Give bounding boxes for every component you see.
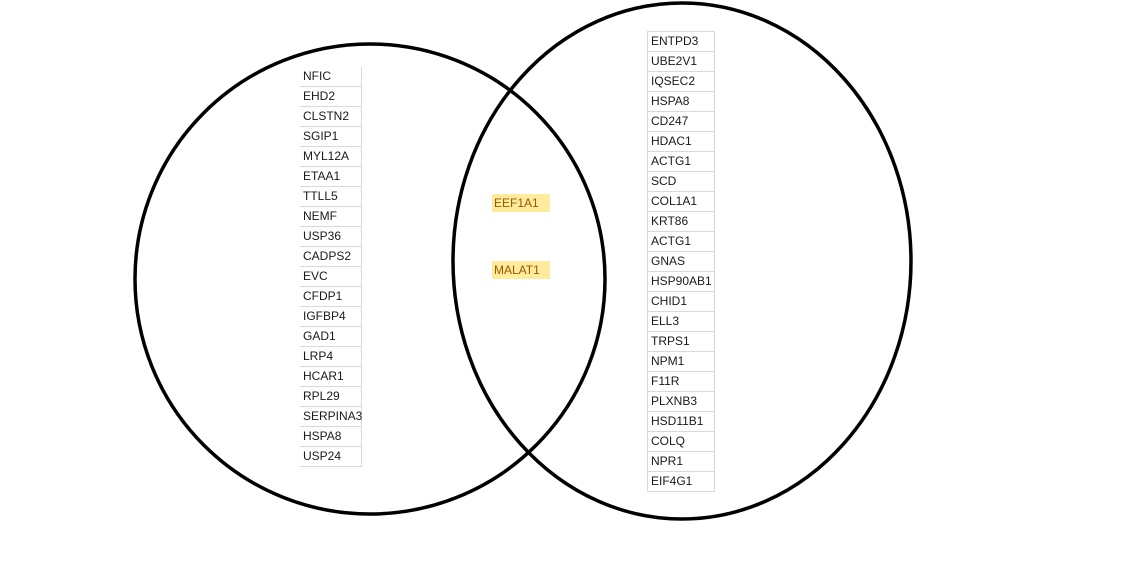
left-set-circle: [133, 42, 607, 516]
shared-gene-cell: EEF1A1: [492, 194, 550, 212]
gene-cell: SGIP1: [300, 127, 362, 147]
gene-cell: ENTPD3: [648, 32, 715, 52]
gene-cell: PLXNB3: [648, 392, 715, 412]
gene-cell: CLSTN2: [300, 107, 362, 127]
gene-cell: USP24: [300, 447, 362, 467]
gene-cell: UBE2V1: [648, 52, 715, 72]
gene-cell: CADPS2: [300, 247, 362, 267]
gene-cell: ELL3: [648, 312, 715, 332]
gene-cell: RPL29: [300, 387, 362, 407]
gene-cell: SERPINA3: [300, 407, 362, 427]
gene-cell: NPR1: [648, 452, 715, 472]
gene-cell: USP36: [300, 227, 362, 247]
gene-cell: HCAR1: [300, 367, 362, 387]
gene-cell: ACTG1: [648, 232, 715, 252]
gene-cell: LRP4: [300, 347, 362, 367]
gene-cell: EIF4G1: [648, 472, 715, 492]
gene-cell: TTLL5: [300, 187, 362, 207]
gene-cell: COLQ: [648, 432, 715, 452]
gene-cell: TRPS1: [648, 332, 715, 352]
gene-cell: GAD1: [300, 327, 362, 347]
gene-cell: GNAS: [648, 252, 715, 272]
gene-cell: COL1A1: [648, 192, 715, 212]
gene-cell: F11R: [648, 372, 715, 392]
gene-cell: SCD: [648, 172, 715, 192]
gene-cell: ETAA1: [300, 167, 362, 187]
gene-cell: KRT86: [648, 212, 715, 232]
gene-cell: IGFBP4: [300, 307, 362, 327]
right-set-circle: [451, 1, 913, 521]
gene-cell: IQSEC2: [648, 72, 715, 92]
gene-cell: HSPA8: [648, 92, 715, 112]
gene-cell: MYL12A: [300, 147, 362, 167]
gene-cell: NFIC: [300, 67, 362, 87]
gene-cell: HSD11B1: [648, 412, 715, 432]
gene-cell: ACTG1: [648, 152, 715, 172]
gene-cell: HSP90AB1: [648, 272, 715, 292]
gene-cell: HDAC1: [648, 132, 715, 152]
gene-cell: EVC: [300, 267, 362, 287]
gene-cell: NEMF: [300, 207, 362, 227]
gene-cell: HSPA8: [300, 427, 362, 447]
gene-cell: CD247: [648, 112, 715, 132]
gene-cell: NPM1: [648, 352, 715, 372]
gene-cell: CHID1: [648, 292, 715, 312]
shared-gene-cell: MALAT1: [492, 261, 550, 279]
gene-cell: EHD2: [300, 87, 362, 107]
gene-cell: CFDP1: [300, 287, 362, 307]
